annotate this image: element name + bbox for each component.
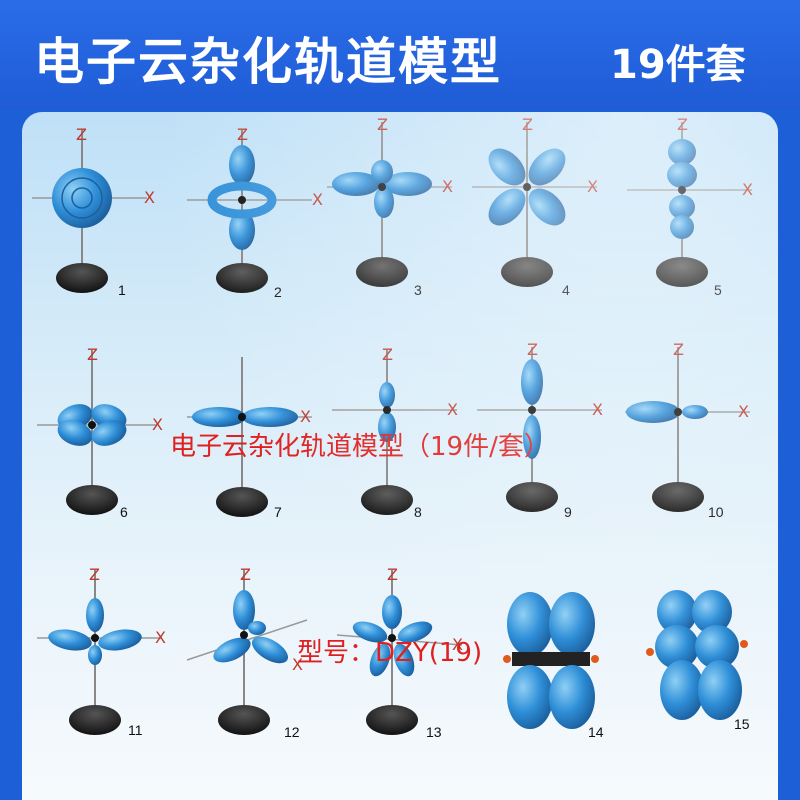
orbital-model-7: X [182, 347, 312, 537]
model-number: 4 [562, 282, 570, 298]
orbital-model-12: Z X [182, 560, 312, 750]
product-title: 电子云杂化轨道模型 [34, 33, 502, 91]
orbital-model-13: Z X [332, 560, 463, 750]
product-photo-panel: Z X 1 Z X 2 Z X [22, 112, 778, 800]
piece-count: 19件套 [610, 42, 746, 88]
header-banner: 电子云杂化轨道模型 19件套 [0, 0, 800, 110]
svg-text:X: X [312, 190, 323, 209]
model-number: 13 [426, 724, 442, 740]
overlay-caption: 电子云杂化轨道模型（19件/套） [170, 432, 550, 462]
svg-text:X: X [452, 635, 463, 654]
svg-text:Z: Z [237, 125, 248, 144]
model-number: 6 [120, 504, 128, 520]
svg-text:X: X [300, 407, 311, 426]
model-number: 5 [714, 282, 722, 298]
svg-text:X: X [152, 415, 163, 434]
model-number: 1 [118, 282, 126, 298]
svg-text:X: X [742, 180, 753, 199]
orbital-model-11: Z X [37, 560, 167, 750]
model-number: 3 [414, 282, 422, 298]
model-number: 10 [708, 504, 724, 520]
svg-text:Z: Z [673, 340, 684, 359]
orbital-model-8: Z X [327, 340, 458, 530]
svg-text:Z: Z [240, 565, 251, 584]
model-number: 9 [564, 504, 572, 520]
orbital-model-10: Z X [620, 337, 750, 527]
orbital-model-14 [492, 582, 622, 772]
orbital-model-9: Z X [472, 337, 603, 527]
model-number: 14 [588, 724, 604, 740]
svg-text:Z: Z [387, 565, 398, 584]
svg-text:X: X [587, 177, 598, 196]
model-number: 2 [274, 284, 282, 300]
svg-text:Z: Z [382, 345, 393, 364]
orbital-model-5: Z X [622, 112, 753, 302]
svg-text:X: X [738, 402, 749, 421]
orbital-model-4: Z X [467, 112, 598, 302]
svg-text:X: X [442, 177, 453, 196]
orbital-model-1: Z X [32, 120, 162, 310]
orbital-model-3: Z X [322, 112, 453, 302]
svg-text:X: X [155, 628, 166, 647]
orbital-model-15 [632, 582, 762, 772]
model-code-caption: 型号：DZY(19) [297, 638, 483, 668]
model-number: 7 [274, 504, 282, 520]
svg-text:X: X [144, 188, 155, 207]
orbital-model-2: Z X [182, 120, 323, 310]
svg-text:Z: Z [87, 345, 98, 364]
svg-text:Z: Z [76, 125, 87, 144]
svg-text:Z: Z [377, 115, 388, 134]
svg-text:Z: Z [677, 115, 688, 134]
svg-text:X: X [592, 400, 603, 419]
model-number: 15 [734, 716, 750, 732]
model-number: 11 [128, 722, 143, 738]
svg-text:X: X [292, 655, 303, 674]
svg-text:Z: Z [522, 115, 533, 134]
model-number: 12 [284, 724, 300, 740]
svg-text:X: X [447, 400, 458, 419]
orbital-model-6: Z X [37, 340, 167, 530]
model-number: 8 [414, 504, 422, 520]
svg-text:Z: Z [527, 340, 538, 359]
svg-text:Z: Z [89, 565, 100, 584]
